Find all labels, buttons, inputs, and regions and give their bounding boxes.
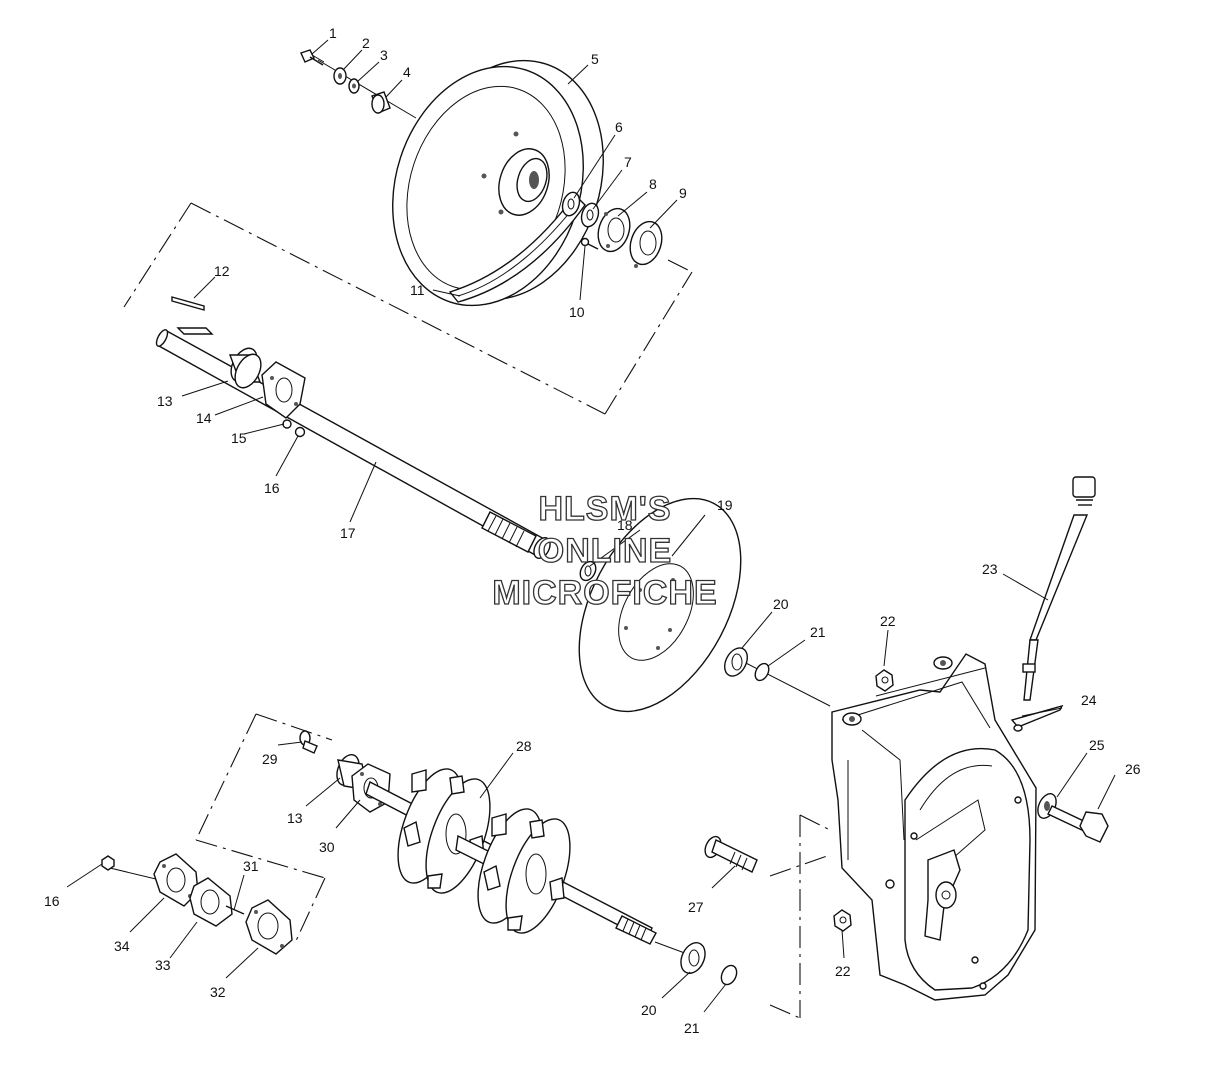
driven-clutch-part-5	[392, 59, 604, 307]
bearing-plate-part-9	[629, 220, 663, 268]
watermark: HLSM'S ONLINE MICROFICHE	[492, 489, 718, 612]
callout-30: 30	[319, 839, 335, 855]
callout-34: 34	[114, 938, 130, 954]
callout-9: 9	[679, 185, 687, 201]
callout-21-upper: 21	[810, 624, 826, 640]
callout-15: 15	[231, 430, 247, 446]
callout-20-upper: 20	[773, 596, 789, 612]
drive-bolt-part-1	[300, 49, 325, 66]
leader-lines	[66, 39, 1116, 1013]
assembly-boundaries	[123, 202, 831, 1019]
callout-27: 27	[688, 899, 704, 915]
lock-washer-part-3	[348, 78, 360, 94]
washer-part-6	[561, 191, 581, 217]
jackshaft-part-17	[155, 327, 551, 559]
nut-part-15	[282, 419, 292, 429]
watermark-line-3: MICROFICHE	[492, 574, 717, 612]
nut-part-16-lower	[101, 855, 115, 871]
callout-16-lower: 16	[44, 893, 60, 909]
snap-ring-part-18	[579, 560, 597, 582]
callout-labels: 1 2 3 4 5 6 7 8 9 10 11 12 13 14 15 16 1…	[44, 25, 1141, 1036]
screw-part-29	[299, 730, 318, 754]
callout-33: 33	[155, 957, 171, 973]
bearing-plate-part-32	[245, 899, 293, 955]
nut-part-22-lower	[833, 909, 852, 932]
callout-8: 8	[649, 176, 657, 192]
callout-13-upper: 13	[157, 393, 173, 409]
callout-11: 11	[410, 282, 425, 298]
callout-7: 7	[624, 154, 632, 170]
nut-part-16-upper	[294, 426, 306, 438]
callout-23: 23	[982, 561, 998, 577]
drive-shaft-assembly-part-28	[365, 768, 657, 945]
callout-22-upper: 22	[880, 613, 896, 629]
callout-28: 28	[516, 738, 532, 754]
spacer-part-4	[371, 91, 391, 114]
washer-part-2	[333, 67, 347, 85]
callout-26: 26	[1125, 761, 1141, 777]
callout-18: 18	[617, 517, 633, 533]
nut-part-22-upper	[875, 669, 894, 692]
callout-1: 1	[329, 25, 337, 41]
bolt-part-27	[704, 835, 758, 873]
callout-10: 10	[569, 304, 585, 320]
callout-4: 4	[403, 64, 411, 80]
bearing-cap-part-34	[153, 853, 199, 907]
callout-16-upper: 16	[264, 480, 280, 496]
callout-32: 32	[210, 984, 226, 1000]
watermark-line-1: HLSM'S	[538, 490, 671, 528]
bearing-flange-part-8	[597, 207, 631, 253]
clip-part-24	[1010, 704, 1064, 732]
callout-29: 29	[262, 751, 278, 767]
callout-20-lower: 20	[641, 1002, 657, 1018]
callout-3: 3	[380, 47, 388, 63]
gasket-part-33	[189, 877, 233, 927]
callout-13-lower: 13	[287, 810, 303, 826]
callout-5: 5	[591, 51, 599, 67]
callout-2: 2	[362, 35, 370, 51]
dipstick-part-23	[1022, 476, 1096, 701]
bearing-part-13-upper	[228, 347, 262, 389]
watermark-line-2: ONLINE	[538, 532, 672, 570]
key-part-12	[171, 296, 205, 311]
washer-part-7	[580, 202, 600, 228]
callout-22-lower: 22	[835, 963, 851, 979]
callout-14: 14	[196, 410, 212, 426]
bearing-flange-part-14	[261, 361, 306, 419]
callout-25: 25	[1089, 737, 1105, 753]
seal-part-20-lower	[680, 942, 706, 974]
callout-12: 12	[214, 263, 230, 279]
callout-24: 24	[1081, 692, 1097, 708]
screw-part-31	[225, 905, 245, 915]
callout-6: 6	[615, 119, 623, 135]
screw-part-10	[580, 237, 599, 250]
o-ring-part-21-lower	[720, 964, 738, 986]
bolt-part-26	[1047, 805, 1109, 843]
callout-21-lower: 21	[684, 1020, 700, 1036]
callout-19: 19	[717, 497, 733, 513]
callout-31: 31	[243, 858, 259, 874]
callout-17: 17	[340, 525, 356, 541]
chaincase-housing	[831, 653, 1037, 1001]
o-ring-part-21-upper	[754, 662, 770, 682]
seal-part-20-upper	[724, 647, 748, 677]
brake-disc-part-19	[578, 497, 742, 713]
